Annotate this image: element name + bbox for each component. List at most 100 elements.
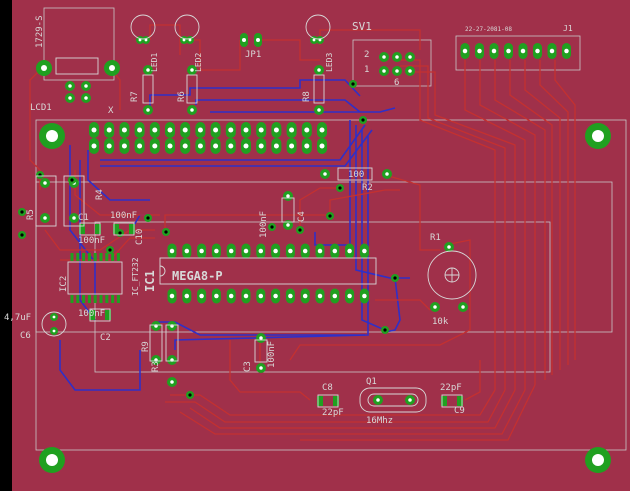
top-trace <box>554 60 576 360</box>
r1-label: R1 <box>430 233 441 243</box>
sv1-pin2-label: 2 <box>364 50 369 60</box>
drill-hole <box>408 398 412 402</box>
via-hole <box>70 178 74 182</box>
drill-hole <box>319 143 325 149</box>
drill-hole <box>68 96 72 100</box>
top-trace <box>464 360 481 401</box>
drill-hole <box>169 293 175 299</box>
drill-hole <box>286 223 290 227</box>
drill-hole <box>304 127 310 133</box>
r9-body <box>165 324 179 362</box>
r5-label: R5 <box>26 209 36 220</box>
drill-hole <box>317 293 323 299</box>
smd-pad <box>89 310 95 320</box>
drill-hole <box>462 48 468 54</box>
drill-hole <box>273 143 279 149</box>
r2-value-label: 100 <box>348 170 364 180</box>
c9-value-label: 22pF <box>440 383 462 393</box>
top-trace <box>479 60 536 385</box>
bottom-trace <box>361 130 386 331</box>
via-hole <box>164 230 168 234</box>
r8-body <box>313 74 325 104</box>
drill-hole <box>199 248 204 254</box>
drill-hole <box>169 248 175 254</box>
led1-label: LED1 <box>150 53 159 72</box>
drill-hole <box>137 143 143 149</box>
top-trace <box>289 239 471 361</box>
mega8-label: MEGA8-P <box>172 269 223 283</box>
drill-hole <box>243 248 249 254</box>
top-trace <box>464 60 526 390</box>
drill-hole <box>319 127 325 133</box>
drill-hole <box>199 293 204 299</box>
drill-hole <box>535 48 540 54</box>
via-hole <box>118 231 122 235</box>
drill-hole <box>592 130 604 142</box>
top-trace <box>539 60 569 365</box>
via-hole <box>108 248 112 252</box>
drill-hole <box>52 329 56 333</box>
top-trace <box>229 340 311 401</box>
sv1-outline <box>352 39 432 87</box>
drill-hole <box>197 127 203 133</box>
q1-label: Q1 <box>366 377 377 387</box>
drill-hole <box>213 143 219 149</box>
drill-hole <box>121 143 127 149</box>
pads-layer <box>18 33 611 473</box>
via-hole <box>328 214 332 218</box>
drill-hole <box>52 315 56 319</box>
via-hole <box>351 82 355 86</box>
jp1-label: JP1 <box>245 50 261 60</box>
ic1-label: IC1 <box>143 270 157 292</box>
drill-hole <box>433 305 437 309</box>
drill-hole <box>520 48 526 54</box>
drill-hole <box>43 181 47 185</box>
drill-hole <box>258 143 264 149</box>
drill-hole <box>259 366 263 370</box>
r7-body <box>142 74 154 104</box>
smd-pad <box>93 295 97 303</box>
sv1-pin1-label: 1 <box>364 65 369 75</box>
board-outlines <box>35 7 627 451</box>
top-trace <box>300 384 536 441</box>
drill-hole <box>259 336 263 340</box>
c6-value-label: 4,7uF <box>4 313 31 323</box>
smd-pad <box>111 253 115 261</box>
bottom-trace <box>355 125 410 279</box>
smd-pad <box>99 253 103 261</box>
drill-hole <box>91 143 97 149</box>
c8-body <box>317 394 339 408</box>
drill-hole <box>72 216 76 220</box>
bottom-trace <box>69 145 96 300</box>
r1-value-label: 10k <box>432 317 449 327</box>
top-trace <box>384 174 440 251</box>
bottom-trace <box>210 107 396 113</box>
drill-hole <box>214 248 219 254</box>
top-trace <box>164 189 400 230</box>
c9-body <box>441 394 463 408</box>
drill-hole <box>273 248 278 254</box>
drill-hole <box>190 108 194 112</box>
smd-pad <box>105 295 109 303</box>
top-trace <box>509 60 553 375</box>
drill-hole <box>332 293 338 299</box>
c6-body <box>41 311 67 337</box>
led2-label: LED2 <box>194 53 203 72</box>
via-hole <box>383 328 387 332</box>
lcd-window-outline <box>35 181 613 333</box>
drill-hole <box>184 293 190 299</box>
drill-hole <box>84 96 88 100</box>
c10-body <box>113 222 135 236</box>
pot-r1-body <box>427 250 477 300</box>
drill-hole <box>152 143 158 149</box>
ft232-label: IC_FT232 <box>131 257 140 296</box>
sv1-pin6-label: 6 <box>394 78 399 88</box>
drill-hole <box>408 55 412 59</box>
drill-hole <box>317 108 321 112</box>
j1-outline <box>455 35 581 71</box>
via-hole <box>20 210 24 214</box>
via-hole <box>270 225 274 229</box>
r5-body <box>35 175 57 227</box>
j1-part-label: 22-27-2081-08 <box>465 26 512 33</box>
